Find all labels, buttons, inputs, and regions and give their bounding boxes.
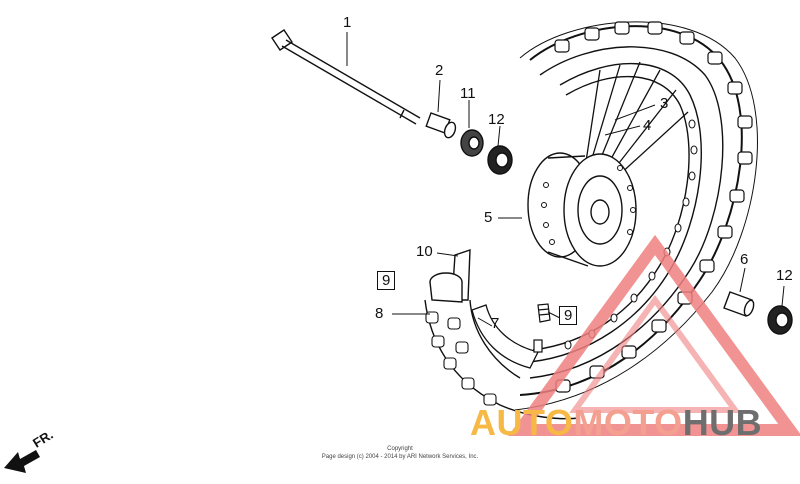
valve-stem: [533, 339, 543, 353]
watermark-hub: HUB: [682, 402, 763, 443]
watermark-triangle: [508, 234, 800, 436]
hub-part: [527, 152, 637, 267]
watermark-logo: AUTOMOTOHUB: [470, 402, 762, 444]
copyright-title: Copyright: [387, 446, 413, 452]
leader-lines: [346, 32, 785, 327]
front-tread-blocks: [425, 311, 497, 406]
rim-strip-part: [471, 304, 539, 369]
callout-3: 3: [660, 95, 669, 112]
callout-10: 10: [416, 243, 433, 260]
copyright-text: Page design (c) 2004 - 2014 by ARI Netwo…: [321, 453, 479, 460]
callout-2: 2: [435, 62, 444, 79]
callout-7: 7: [491, 315, 500, 332]
bearing-12-left-part: [487, 145, 513, 175]
collar-part: [425, 112, 457, 139]
callout-9-valve: 9: [559, 306, 578, 325]
valve-cap-part: [537, 303, 551, 323]
copyright-notice: Copyright Page design (c) 2004 - 2014 by…: [300, 446, 500, 461]
callout-8: 8: [375, 305, 384, 322]
hub-flange-holes: [541, 165, 636, 245]
bearing-12-right-part: [767, 305, 793, 335]
watermark-inner-triangle: [569, 294, 741, 413]
callout-6: 6: [740, 251, 749, 268]
callout-5: 5: [484, 209, 493, 226]
callout-12-left: 12: [488, 111, 505, 128]
callout-12-right: 12: [776, 267, 793, 284]
callout-1: 1: [343, 14, 352, 31]
watermark-moto: MOTO: [573, 402, 683, 443]
callout-9-reference: 9: [377, 271, 396, 290]
tube-part: [429, 249, 471, 303]
spokes-part: [584, 61, 689, 177]
callout-11: 11: [460, 85, 476, 102]
front-direction-arrow-icon: [4, 450, 40, 473]
watermark-auto: AUTO: [470, 402, 574, 443]
tire-front-section: [424, 299, 581, 420]
bearing-11-part: [460, 129, 484, 157]
distance-collar-part: [723, 291, 755, 317]
axle-part: [271, 29, 421, 125]
callout-4: 4: [643, 117, 652, 134]
